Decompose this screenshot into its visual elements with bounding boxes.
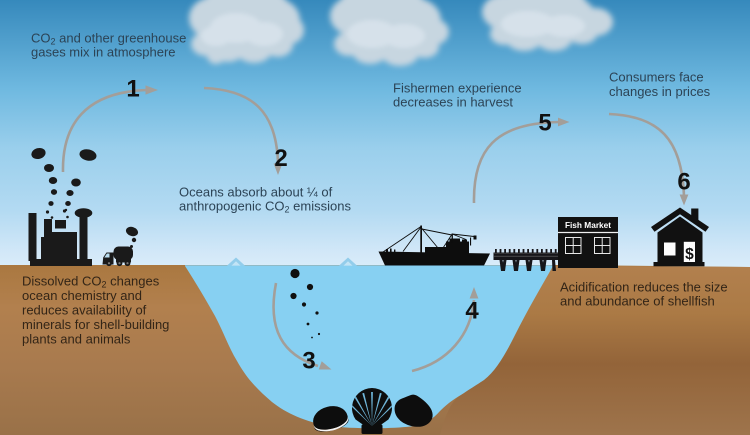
svg-text:ocean chemistry and: ocean chemistry and [22, 288, 142, 303]
svg-text:decreases in harvest: decreases in harvest [393, 95, 513, 110]
svg-text:4: 4 [465, 298, 479, 325]
svg-text:and abundance of shellfish: and abundance of shellfish [560, 294, 715, 309]
svg-text:3: 3 [302, 348, 315, 375]
svg-text:CO2 and other greenhouse: CO2 and other greenhouse [31, 31, 186, 47]
svg-text:Fish Market: Fish Market [565, 220, 611, 230]
svg-text:changes in prices: changes in prices [609, 84, 711, 99]
svg-text:Oceans absorb about ¼ of: Oceans absorb about ¼ of [179, 185, 333, 200]
svg-text:5: 5 [538, 110, 551, 137]
svg-text:gases mix in atmosphere: gases mix in atmosphere [31, 45, 176, 60]
svg-text:Fishermen experience: Fishermen experience [393, 81, 522, 96]
svg-text:anthropogenic CO2 emissions: anthropogenic CO2 emissions [179, 199, 351, 215]
svg-text:minerals for shell-building: minerals for shell-building [22, 317, 169, 332]
svg-text:reduces availability of: reduces availability of [22, 303, 147, 318]
svg-text:2: 2 [274, 145, 287, 172]
svg-text:1: 1 [126, 76, 139, 103]
svg-text:Acidification reduces the size: Acidification reduces the size [560, 280, 728, 295]
svg-text:Consumers face: Consumers face [609, 70, 704, 85]
svg-text:plants and animals: plants and animals [22, 332, 131, 347]
svg-text:$: $ [685, 246, 694, 263]
svg-text:6: 6 [677, 169, 690, 196]
svg-text:Dissolved CO2 changes: Dissolved CO2 changes [22, 274, 160, 290]
